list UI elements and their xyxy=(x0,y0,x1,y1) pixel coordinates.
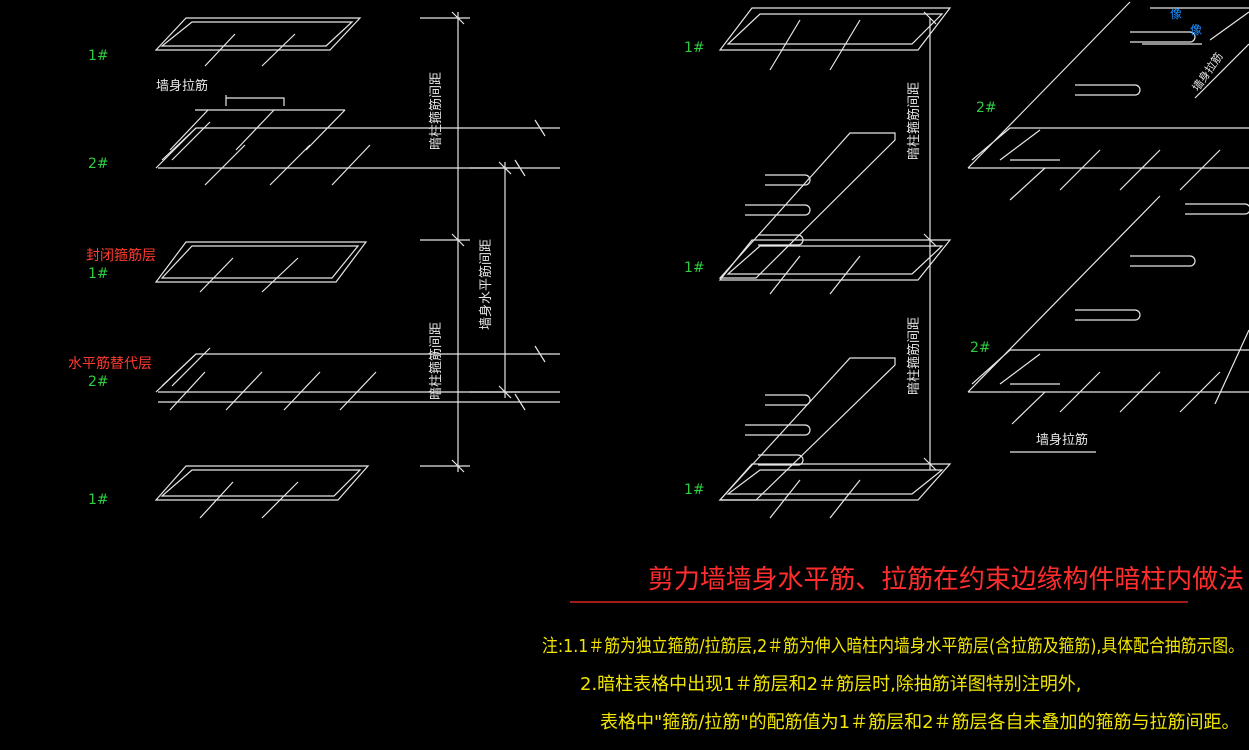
left-label-1a: 1# xyxy=(88,48,109,64)
middle-stirrup-top xyxy=(718,7,952,71)
middle-stirrup-bottom xyxy=(718,463,952,519)
right-label-2a: 2# xyxy=(976,100,997,116)
middle-dim-top: 暗柱箍筋间距 xyxy=(906,82,922,160)
left-dim-top: 暗柱箍筋间距 xyxy=(428,72,444,150)
middle-dimension-lines xyxy=(923,11,937,471)
middle-stirrup-bottom-upper xyxy=(718,357,896,501)
left-red-horizontal-sub: 水平筋替代层 xyxy=(68,355,152,372)
left-layer-2b xyxy=(155,345,560,411)
left-label-1c: 1# xyxy=(88,492,109,508)
left-stirrup-1a xyxy=(154,17,362,67)
middle-label-1b: 1# xyxy=(684,260,705,276)
drawing-title: 剪力墙墙身水平筋、拉筋在约束边缘构件暗柱内做法 xyxy=(648,565,1244,595)
right-blue-mark-2: 像 xyxy=(1190,23,1202,37)
middle-stirrup-mid xyxy=(718,239,952,295)
left-stirrup-1b xyxy=(154,241,368,293)
note-line-1: 注:1.1＃筋为独立箍筋/拉筋层,2＃筋为伸入暗柱内墙身水平筋层(含拉筋及箍筋)… xyxy=(542,636,1244,657)
left-tie-marker xyxy=(195,95,345,111)
right-layer-2b xyxy=(967,195,1249,425)
left-dim-mid: 墙身水平筋间距 xyxy=(478,239,494,330)
left-dim-bottom: 暗柱箍筋间距 xyxy=(428,322,444,400)
left-label-2b: 2# xyxy=(88,374,109,390)
right-label-2b: 2# xyxy=(970,340,991,356)
note-line-3: 表格中"箍筋/拉筋"的配筋值为1＃筋层和2＃筋层各自未叠加的箍筋与拉筋间距。 xyxy=(600,712,1240,733)
right-tie-label-bottom: 墙身拉筋 xyxy=(1036,432,1088,448)
left-red-closed-stirrup: 封闭箍筋层 xyxy=(86,247,156,264)
middle-label-1a: 1# xyxy=(684,40,705,56)
left-dimension-lines xyxy=(420,11,520,473)
left-label-2a: 2# xyxy=(88,156,109,172)
middle-dim-bottom: 暗柱箍筋间距 xyxy=(906,317,922,395)
middle-stirrup-mid-upper xyxy=(718,132,896,279)
right-layer-2a xyxy=(967,1,1249,201)
middle-label-1c: 1# xyxy=(684,482,705,498)
left-stirrup-1c xyxy=(154,465,370,519)
left-tie-label: 墙身拉筋 xyxy=(156,78,208,94)
left-label-1b: 1# xyxy=(88,266,109,282)
left-layer-2a xyxy=(155,109,560,186)
right-blue-mark-1: 像 xyxy=(1170,7,1182,21)
note-line-2: 2.暗柱表格中出现1＃筋层和2＃筋层时,除抽筋详图特别注明外, xyxy=(580,674,1082,695)
right-tie-label-top: 墙身拉筋 xyxy=(1189,50,1226,94)
